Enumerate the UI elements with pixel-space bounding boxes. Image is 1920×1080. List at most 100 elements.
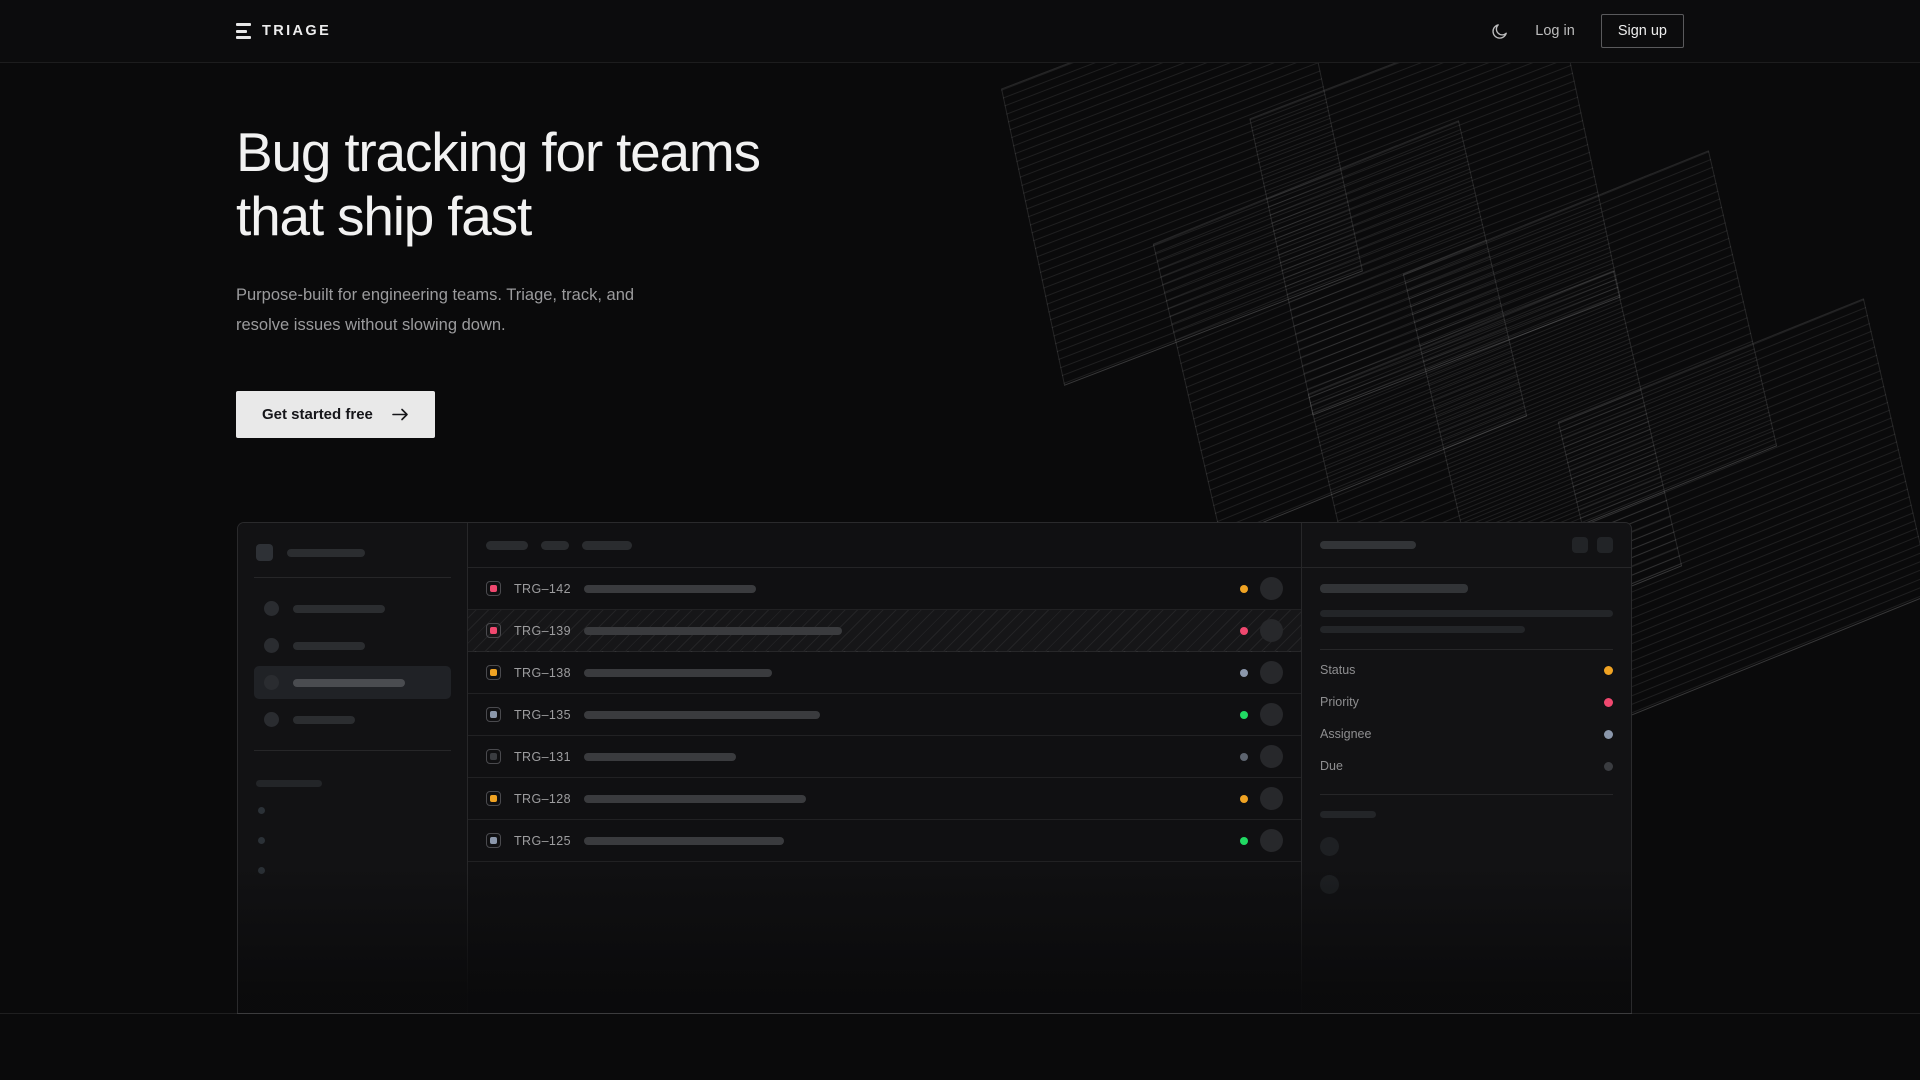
mockup-sidebar-section	[254, 765, 451, 874]
comment-avatars	[1320, 837, 1613, 894]
detail-field-assignee[interactable]: Assignee	[1320, 718, 1613, 750]
issue-row[interactable]: TRG–139	[468, 610, 1301, 652]
status-dot-icon	[1240, 584, 1248, 593]
mockup-section-dot[interactable]	[258, 837, 265, 844]
login-link[interactable]: Log in	[1535, 23, 1575, 39]
detail-field-priority[interactable]: Priority	[1320, 686, 1613, 718]
page-title: Bug tracking for teams that ship fast	[236, 121, 761, 247]
priority-badge-icon	[486, 791, 501, 806]
deco-panel-4	[1402, 150, 1778, 570]
field-label: Due	[1320, 759, 1343, 773]
issue-id: TRG–139	[514, 623, 571, 638]
mockup-nav-item-3[interactable]	[254, 666, 451, 699]
assignee-avatar[interactable]	[1260, 829, 1283, 852]
field-value-dot-icon	[1604, 761, 1613, 771]
mockup-nav-item-4[interactable]	[254, 703, 451, 736]
field-value-dot-icon	[1604, 729, 1613, 739]
field-value-dot-icon	[1604, 665, 1613, 675]
comments-label-skeleton	[1320, 811, 1376, 818]
mockup-section-dots	[254, 807, 451, 874]
comment-avatar[interactable]	[1320, 875, 1339, 894]
status-dot-icon	[1240, 668, 1248, 677]
status-dot-icon	[1240, 626, 1248, 635]
issue-id: TRG–135	[514, 707, 571, 722]
assignee-avatar[interactable]	[1260, 745, 1283, 768]
assignee-avatar[interactable]	[1260, 787, 1283, 810]
field-value-dot-icon	[1604, 697, 1613, 707]
nav-item-icon	[264, 675, 279, 690]
mockup-nav-item-2[interactable]	[254, 629, 451, 662]
issue-row-meta	[1240, 829, 1283, 852]
detail-body-title	[1320, 584, 1468, 593]
issue-id: TRG–138	[514, 665, 571, 680]
status-dot-icon	[1240, 752, 1248, 761]
moon-icon[interactable]	[1490, 22, 1509, 41]
detail-body-line-2	[1320, 626, 1525, 633]
priority-badge-icon	[486, 833, 501, 848]
comment-avatar[interactable]	[1320, 837, 1339, 856]
field-label: Status	[1320, 663, 1356, 677]
issue-row[interactable]: TRG–131	[468, 736, 1301, 778]
assignee-avatar[interactable]	[1260, 661, 1283, 684]
status-dot-icon	[1240, 836, 1248, 845]
detail-title-skeleton	[1320, 541, 1416, 549]
issue-row-meta	[1240, 745, 1283, 768]
status-dot-icon	[1240, 794, 1248, 803]
mockup-section-dot[interactable]	[258, 807, 265, 814]
detail-divider-2	[1320, 794, 1613, 795]
brand-name: TRIAGE	[262, 23, 332, 39]
detail-header-button-2[interactable]	[1597, 537, 1613, 553]
detail-body-lines	[1320, 610, 1613, 633]
issue-title-skeleton	[584, 584, 756, 593]
issue-row-meta	[1240, 577, 1283, 600]
mockup-nav-item-1[interactable]	[254, 592, 451, 625]
detail-field-due[interactable]: Due	[1320, 750, 1613, 782]
nav-item-icon	[264, 601, 279, 616]
mockup-sidebar-brand	[254, 537, 451, 577]
issue-row[interactable]: TRG–135	[468, 694, 1301, 736]
mockup-section-label	[256, 780, 322, 787]
deco-panel-3	[1152, 120, 1528, 540]
detail-header-button-1[interactable]	[1572, 537, 1588, 553]
issue-title-skeleton	[584, 710, 820, 719]
priority-badge-icon	[486, 665, 501, 680]
issue-row[interactable]: TRG–128	[468, 778, 1301, 820]
priority-badge-icon	[486, 707, 501, 722]
detail-field-status[interactable]: Status	[1320, 654, 1613, 686]
cta-label: Get started free	[262, 406, 373, 423]
mockup-app-icon	[256, 544, 273, 561]
toolbar-chip-1[interactable]	[486, 540, 528, 550]
mockup-toolbar	[468, 523, 1301, 568]
hero-section: Bug tracking for teams that ship fast Pu…	[236, 120, 761, 438]
site-header: TRIAGE Log in Sign up	[0, 0, 1920, 63]
issue-row[interactable]: TRG–142	[468, 568, 1301, 610]
assignee-avatar[interactable]	[1260, 619, 1283, 642]
nav-item-label-skeleton	[293, 715, 355, 724]
issue-row[interactable]: TRG–125	[468, 820, 1301, 862]
get-started-button[interactable]: Get started free	[236, 391, 435, 438]
nav-item-label-skeleton	[293, 641, 365, 650]
assignee-avatar[interactable]	[1260, 577, 1283, 600]
issue-id: TRG–128	[514, 791, 571, 806]
header-actions: Log in Sign up	[1490, 14, 1684, 48]
priority-badge-icon	[486, 623, 501, 638]
nav-item-icon	[264, 712, 279, 727]
issue-row-meta	[1240, 703, 1283, 726]
toolbar-chip-3[interactable]	[582, 540, 632, 550]
issue-row[interactable]: TRG–138	[468, 652, 1301, 694]
issue-id: TRG–142	[514, 581, 571, 596]
detail-body-line-1	[1320, 610, 1613, 617]
sidebar-divider-bottom	[254, 750, 451, 751]
nav-item-label-skeleton	[293, 604, 385, 613]
mockup-section-dot[interactable]	[258, 867, 265, 874]
issue-title-skeleton	[584, 836, 784, 845]
toolbar-chip-2[interactable]	[541, 540, 569, 550]
assignee-avatar[interactable]	[1260, 703, 1283, 726]
signup-button[interactable]: Sign up	[1600, 14, 1684, 48]
issue-title-skeleton	[584, 794, 806, 803]
triage-logo-icon	[236, 23, 251, 39]
brand-logo[interactable]: TRIAGE	[236, 23, 331, 39]
